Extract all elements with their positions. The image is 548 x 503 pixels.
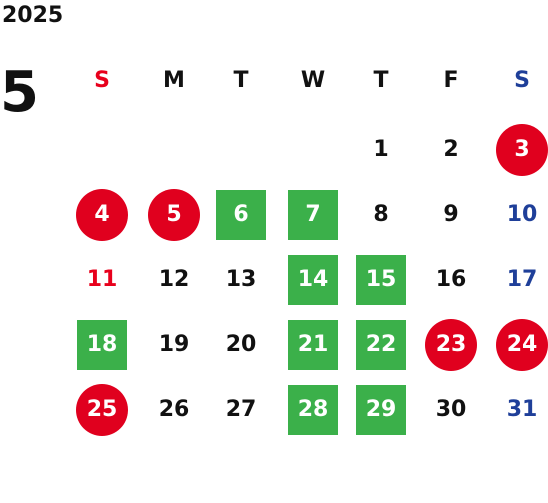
day-cell-13: 13	[225, 267, 257, 292]
day-cell-28: 28	[288, 385, 338, 435]
day-cell-21: 21	[288, 320, 338, 370]
weekday-label-1: M	[163, 68, 185, 93]
day-cell-15: 15	[356, 255, 406, 305]
day-cell-3: 3	[496, 124, 548, 176]
day-cell-19: 19	[158, 332, 190, 357]
day-cell-10: 10	[506, 202, 538, 227]
weekday-label-2: T	[233, 68, 249, 93]
day-cell-6: 6	[216, 190, 266, 240]
day-cell-14: 14	[288, 255, 338, 305]
day-cell-30: 30	[435, 397, 467, 422]
weekday-label-5: F	[443, 68, 459, 93]
weekday-label-3: W	[300, 68, 326, 93]
day-cell-31: 31	[506, 397, 538, 422]
day-cell-5: 5	[148, 189, 200, 241]
day-cell-29: 29	[356, 385, 406, 435]
day-cell-8: 8	[373, 202, 389, 227]
year-label: 2025	[2, 3, 64, 28]
weekday-label-0: S	[94, 68, 110, 93]
day-cell-4: 4	[76, 189, 128, 241]
day-cell-22: 22	[356, 320, 406, 370]
day-cell-20: 20	[225, 332, 257, 357]
month-number: 5	[0, 60, 39, 125]
day-cell-2: 2	[443, 137, 459, 162]
day-cell-9: 9	[443, 202, 459, 227]
day-cell-26: 26	[158, 397, 190, 422]
day-cell-25: 25	[76, 384, 128, 436]
day-cell-24: 24	[496, 319, 548, 371]
day-cell-16: 16	[435, 267, 467, 292]
day-cell-17: 17	[506, 267, 538, 292]
weekday-label-4: T	[373, 68, 389, 93]
day-cell-11: 11	[86, 267, 118, 292]
day-cell-27: 27	[225, 397, 257, 422]
day-cell-18: 18	[77, 320, 127, 370]
day-cell-23: 23	[425, 319, 477, 371]
day-cell-7: 7	[288, 190, 338, 240]
weekday-label-6: S	[514, 68, 530, 93]
day-cell-1: 1	[373, 137, 389, 162]
day-cell-12: 12	[158, 267, 190, 292]
